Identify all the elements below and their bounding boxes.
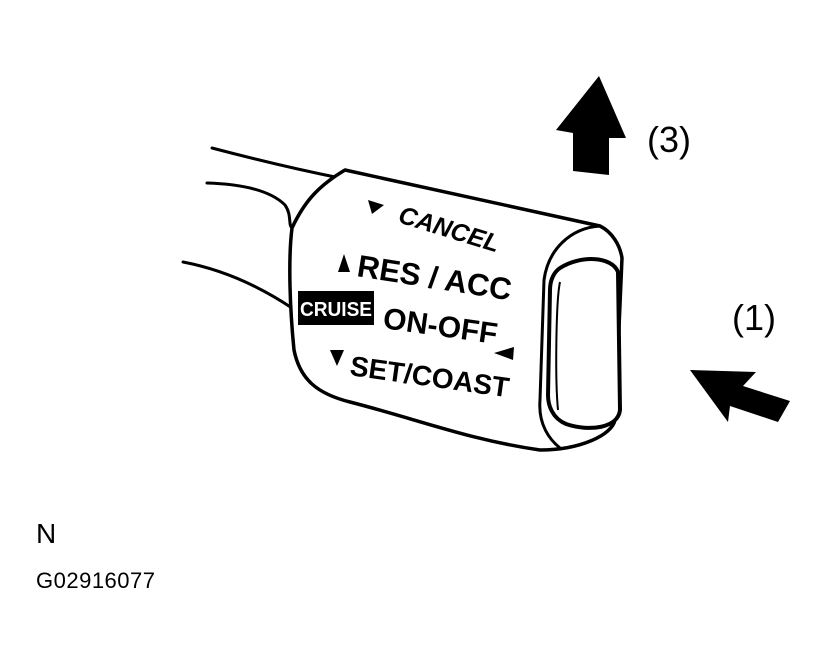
switch-housing-outline (288, 168, 624, 452)
figure-code: G02916077 (36, 568, 156, 593)
orientation-letter: N (36, 518, 57, 549)
lever-bottom-edge (181, 260, 294, 310)
lever-inner-line (205, 181, 294, 230)
set-coast-triangle-icon (330, 350, 344, 366)
label-cruise: CRUISE (300, 299, 372, 321)
cancel-triangle-icon (368, 200, 384, 214)
callout-3: (3) (647, 119, 691, 160)
push-button-shadow-edge (555, 281, 561, 411)
cruise-badge (298, 291, 374, 325)
lever-arm (181, 146, 342, 310)
switch-end-rim (538, 224, 601, 450)
thick-diagonal-arrow-icon (690, 370, 790, 422)
switch-body (288, 168, 624, 452)
res-acc-triangle-icon (338, 254, 350, 272)
callout-1: (1) (732, 297, 776, 338)
lever-top-edge (210, 146, 342, 180)
on-off-triangle-icon (494, 347, 514, 360)
thick-up-arrow-icon (556, 76, 626, 175)
cancel-push-button (546, 257, 622, 430)
